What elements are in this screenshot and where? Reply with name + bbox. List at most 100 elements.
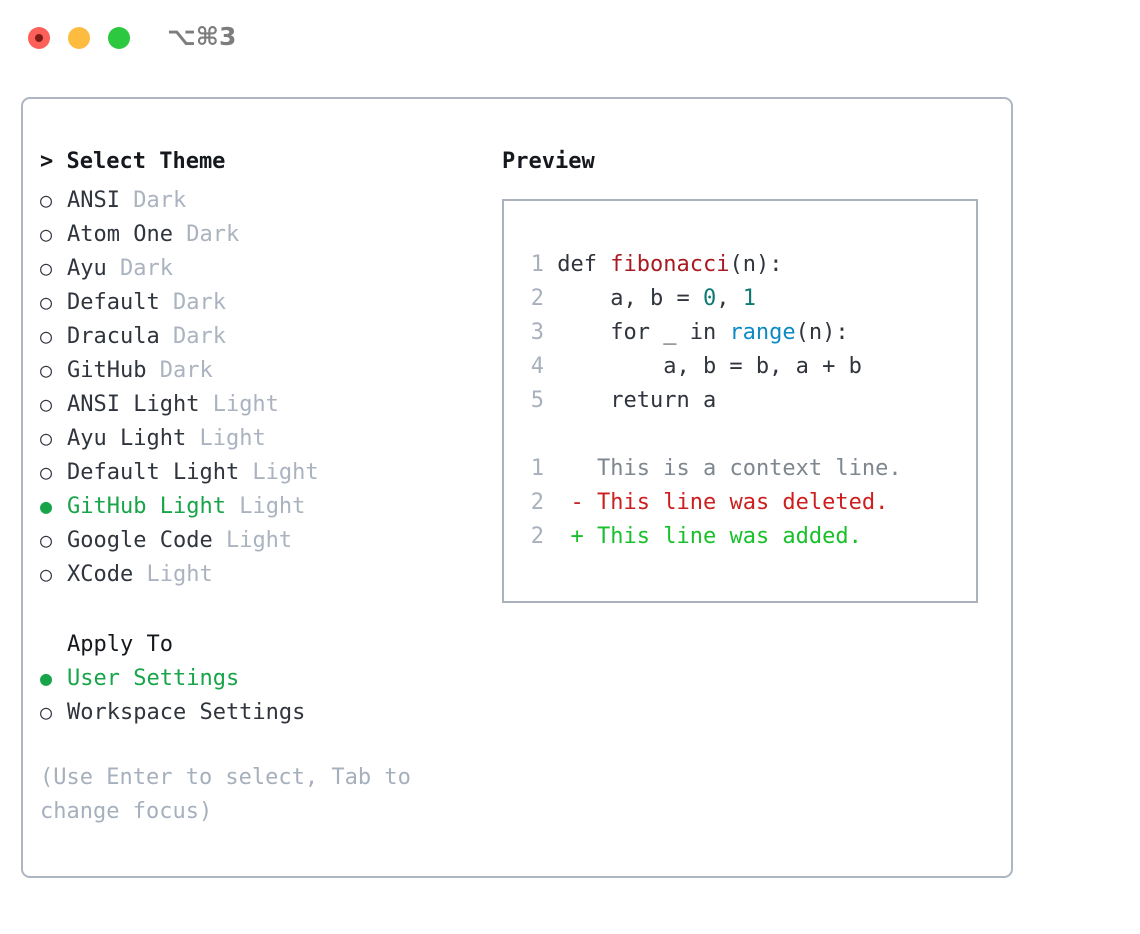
code-line: 5 return a (522, 384, 976, 418)
theme-selector-pane: > Select Theme ○ANSI Dark○Atom One Dark○… (40, 149, 490, 829)
code-spacer (522, 418, 976, 452)
diff-line: 1 This is a context line. (522, 452, 976, 486)
line-number: 2 (530, 286, 544, 311)
theme-list-item[interactable]: ○Atom One Dark (40, 217, 490, 251)
radio-unselected-icon[interactable]: ○ (40, 426, 53, 450)
diff-text: This is a context line. (597, 456, 902, 481)
title-bar: ⌥⌘3 (0, 0, 1140, 78)
diff-line: 2 + This line was added. (522, 520, 976, 554)
theme-list-item[interactable]: ●GitHub Light Light (40, 489, 490, 523)
apply-to-title-marker (40, 627, 67, 661)
keyboard-shortcut-label: ⌥⌘3 (167, 22, 237, 51)
theme-name-label: Ayu (67, 256, 107, 281)
preview-title: Preview (502, 149, 595, 174)
help-text: (Use Enter to select, Tab to change focu… (40, 765, 425, 824)
theme-name-label: Default Light (67, 460, 240, 485)
apply-to-label: Workspace Settings (67, 700, 306, 725)
theme-variant-label: Light (225, 494, 306, 519)
theme-list-item[interactable]: ○ Ayu Dark (40, 251, 490, 285)
theme-list-item[interactable]: ○ Default Light Light (40, 455, 490, 489)
preview-pane: Preview 1 def fibonacci(n):2 a, b = 0, 1… (502, 149, 992, 603)
radio-selected-icon[interactable]: ● (40, 666, 53, 690)
line-number: 4 (530, 354, 544, 379)
code-token: fibonacci (610, 252, 730, 277)
theme-list-item[interactable]: ○ Ayu Light Light (40, 421, 490, 455)
theme-list-item[interactable]: ○ Google Code Light (40, 523, 490, 557)
radio-unselected-icon[interactable]: ○ (40, 324, 53, 348)
theme-list-item[interactable]: ○Default Dark (40, 285, 490, 319)
code-token: (n): (729, 252, 783, 277)
radio-unselected-icon[interactable]: ○ (40, 528, 53, 552)
line-number: 5 (530, 388, 544, 413)
radio-unselected-icon[interactable]: ○ (40, 700, 53, 724)
diff-marker: + (570, 524, 597, 549)
code-line: 1 def fibonacci(n): (522, 248, 976, 282)
theme-list-item[interactable]: ○ ANSI Dark (40, 183, 490, 217)
code-token: , (716, 286, 743, 311)
code-token: a, b = (557, 286, 703, 311)
line-number: 1 (530, 456, 544, 481)
diff-marker (571, 456, 598, 481)
code-line: 4 a, b = b, a + b (522, 350, 976, 384)
theme-name-label: Ayu Light (67, 426, 187, 451)
radio-unselected-icon[interactable]: ○ (40, 290, 53, 314)
line-number: 2 (530, 524, 544, 549)
theme-name-label: ANSI Light (67, 392, 200, 417)
theme-list[interactable]: ○ANSI Dark○Atom One Dark○Ayu Dark○Defaul… (40, 183, 490, 591)
theme-variant-label: Dark (106, 256, 173, 281)
code-line: 3 for _ in range(n): (522, 316, 976, 350)
line-number: 1 (530, 252, 544, 277)
radio-unselected-icon[interactable]: ○ (40, 222, 53, 246)
page-title: > Select Theme (40, 149, 226, 174)
apply-to-item[interactable]: ○ Workspace Settings (40, 695, 490, 729)
theme-variant-label: Dark (146, 358, 213, 383)
theme-variant-label: Dark (172, 222, 240, 247)
theme-variant-label: Light (212, 528, 293, 553)
apply-to-title: Apply To (67, 632, 173, 657)
theme-list-item[interactable]: ○ Dracula Dark (40, 319, 490, 353)
code-token: a, b = b, a + b (557, 354, 862, 379)
theme-variant-label: Light (239, 460, 319, 485)
diff-marker: - (570, 490, 597, 515)
radio-unselected-icon[interactable]: ○ (40, 460, 53, 484)
radio-unselected-icon[interactable]: ○ (40, 188, 53, 212)
apply-to-label: User Settings (67, 666, 240, 691)
line-number: 3 (530, 320, 544, 345)
radio-unselected-icon[interactable]: ○ (40, 358, 53, 382)
code-token: for _ in (557, 320, 730, 345)
code-token: 0 (702, 286, 717, 311)
code-token: range (729, 320, 796, 345)
theme-variant-label: Light (133, 562, 213, 587)
theme-variant-label: Dark (119, 188, 187, 213)
theme-list-item[interactable]: ○ANSI Light Light (40, 387, 490, 421)
close-window-button[interactable] (28, 27, 50, 49)
line-number: 2 (530, 490, 544, 515)
theme-name-label: GitHub (67, 358, 147, 383)
theme-variant-label: Dark (159, 324, 226, 349)
theme-list-item[interactable]: ○ XCode Light (40, 557, 490, 591)
code-line: 2 a, b = 0, 1 (522, 282, 976, 316)
code-token: (n): (795, 320, 849, 345)
theme-name-label: Dracula (67, 324, 160, 349)
code-token: 1 (742, 286, 756, 311)
diff-text: This line was added. (597, 524, 862, 549)
apply-to-item[interactable]: ● User Settings (40, 661, 490, 695)
maximize-window-button[interactable] (108, 27, 130, 49)
theme-name-label: Google Code (67, 528, 213, 553)
diff-line: 2 - This line was deleted. (522, 486, 976, 520)
radio-selected-icon[interactable]: ● (40, 494, 53, 518)
theme-variant-label: Light (186, 426, 266, 451)
apply-to-title-row: Apply To (40, 627, 490, 661)
radio-unselected-icon[interactable]: ○ (40, 256, 53, 280)
radio-unselected-icon[interactable]: ○ (40, 392, 53, 416)
theme-list-item[interactable]: ○ GitHub Dark (40, 353, 490, 387)
radio-unselected-icon[interactable]: ○ (40, 562, 53, 586)
theme-name-label: XCode (67, 562, 134, 587)
diff-sample: 1 This is a context line.2 - This line w… (522, 452, 976, 554)
theme-name-label: ANSI (67, 188, 120, 213)
minimize-window-button[interactable] (68, 27, 90, 49)
apply-to-list[interactable]: ● User Settings ○ Workspace Settings (40, 661, 490, 729)
